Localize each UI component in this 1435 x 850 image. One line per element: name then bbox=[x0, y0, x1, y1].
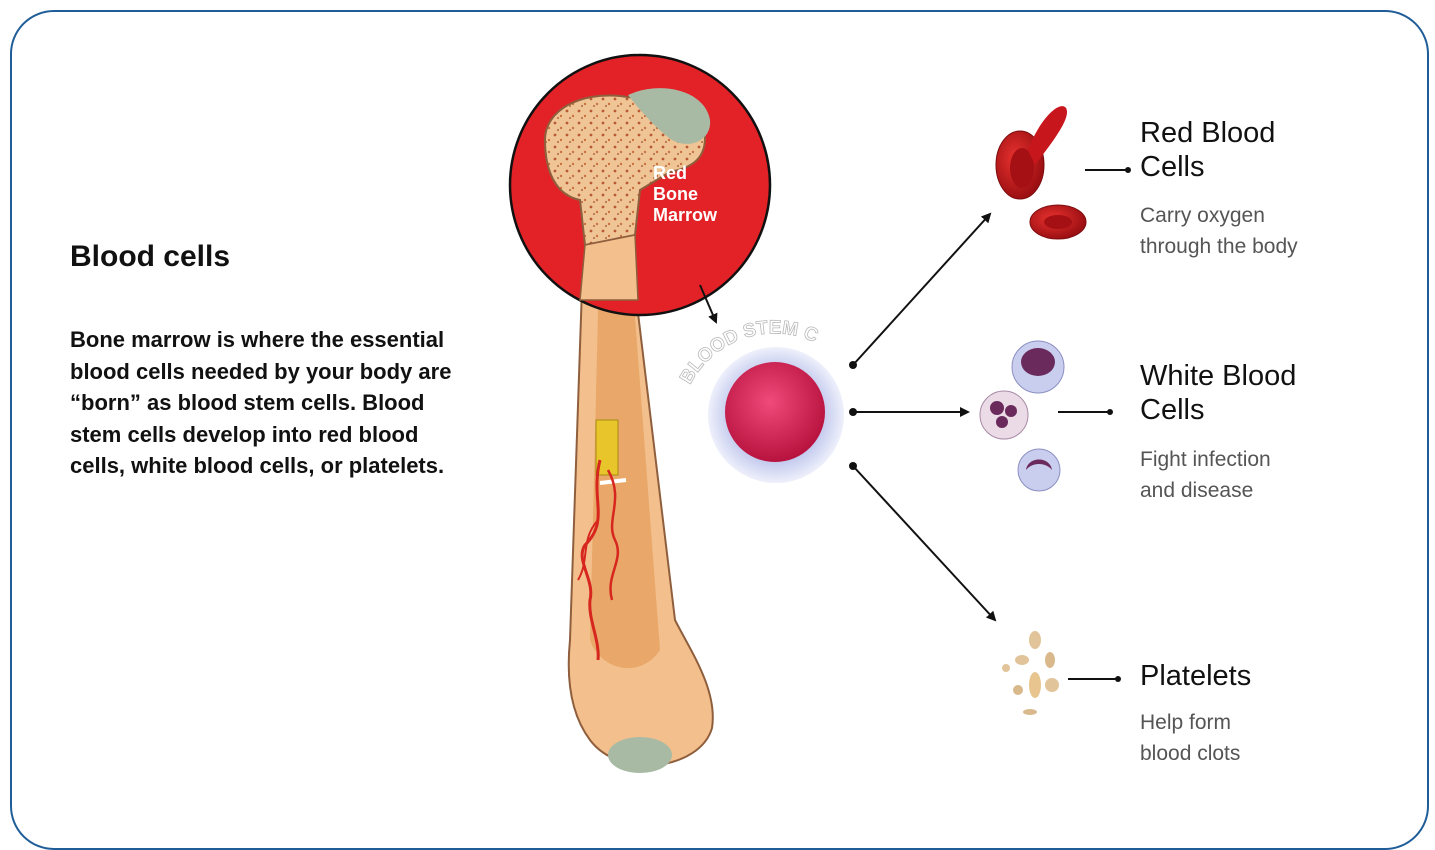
platelet-icon bbox=[1002, 631, 1059, 715]
white-cells-description: Fight infection and disease bbox=[1140, 444, 1271, 506]
arrow-icon bbox=[853, 466, 995, 620]
white-cells-description-line: and disease bbox=[1140, 479, 1253, 502]
marrow-label-line: Red bbox=[653, 163, 687, 183]
platelets-description-line: Help form bbox=[1140, 711, 1231, 734]
red-cells-title-line: Red Blood bbox=[1140, 117, 1275, 149]
red-cells-description: Carry oxygen through the body bbox=[1140, 200, 1298, 262]
platelets-description-line: blood clots bbox=[1140, 742, 1240, 765]
blood-stem-cell-icon bbox=[708, 347, 844, 483]
white-blood-cell-icon bbox=[980, 341, 1064, 491]
arrow-icon bbox=[853, 214, 990, 365]
red-blood-cell-icon bbox=[996, 106, 1086, 239]
red-cells-description-line: Carry oxygen bbox=[1140, 204, 1265, 227]
red-cells-title-line: Cells bbox=[1140, 151, 1204, 183]
white-cells-title-line: White Blood bbox=[1140, 360, 1296, 392]
white-cells-title-line: Cells bbox=[1140, 394, 1204, 426]
marrow-label-line: Bone bbox=[653, 184, 698, 204]
white-cells-description-line: Fight infection bbox=[1140, 448, 1271, 471]
platelets-description: Help form blood clots bbox=[1140, 707, 1240, 769]
platelets-title: Platelets bbox=[1140, 659, 1251, 693]
marrow-label: Red Bone Marrow bbox=[653, 163, 753, 226]
red-cells-title: Red Blood Cells bbox=[1140, 116, 1275, 184]
marrow-label-line: Marrow bbox=[653, 205, 717, 225]
red-cells-description-line: through the body bbox=[1140, 235, 1298, 258]
white-cells-title: White Blood Cells bbox=[1140, 359, 1296, 427]
